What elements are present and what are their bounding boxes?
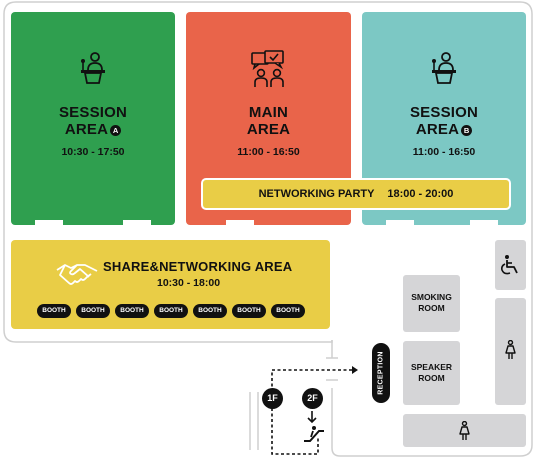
session-area-a-time: 10:30 - 17:50 [61, 146, 125, 158]
networking-party-label: NETWORKING PARTY [258, 188, 375, 200]
door-gap [226, 220, 254, 225]
booth-4[interactable]: BOOTH [154, 304, 188, 318]
networking-party-time: 18:00 - 20:00 [387, 188, 454, 200]
share-area-time: 10:30 - 18:00 [157, 277, 221, 289]
escalator-icon [304, 426, 324, 442]
speaker-room[interactable]: SPEAKER ROOM [403, 341, 460, 405]
smoking-room-line2: ROOM [418, 303, 445, 313]
female-restroom-icon [505, 340, 516, 359]
female-restroom-bottom[interactable] [403, 414, 526, 447]
door-gap [35, 220, 63, 225]
female-restroom-icon [459, 421, 470, 440]
door-gap [470, 220, 498, 225]
accessible-restroom[interactable] [495, 240, 526, 290]
wheelchair-icon [501, 255, 518, 275]
down-arrow-icon [307, 411, 317, 424]
podium-speaker-icon [432, 52, 456, 84]
booth-3[interactable]: BOOTH [115, 304, 149, 318]
door-gap [123, 220, 151, 225]
speaker-room-line2: ROOM [418, 373, 445, 383]
reception-desk[interactable]: RECEPTION [372, 343, 390, 403]
session-area-b-time: 11:00 - 16:50 [412, 146, 476, 158]
floor-1f-marker[interactable]: 1F [262, 388, 283, 409]
share-area-title: SHARE&NETWORKING AREA [103, 259, 293, 274]
door-gap [386, 220, 414, 225]
floor-2f-marker[interactable]: 2F [302, 388, 323, 409]
booth-6[interactable]: BOOTH [232, 304, 266, 318]
booth-1[interactable]: BOOTH [37, 304, 71, 318]
meeting-discussion-icon [251, 50, 284, 87]
main-area-time: 11:00 - 16:50 [237, 146, 300, 158]
female-restroom[interactable] [495, 298, 526, 405]
main-area-title: MAIN AREA [246, 104, 291, 138]
handshake-icon [56, 264, 98, 285]
session-area-b-badge: B [461, 125, 473, 136]
networking-party-banner[interactable]: NETWORKING PARTY 18:00 - 20:00 [201, 178, 511, 210]
booth-5[interactable]: BOOTH [193, 304, 227, 318]
speaker-room-line1: SPEAKER [410, 362, 453, 372]
booth-7[interactable]: BOOTH [271, 304, 305, 318]
smoking-room[interactable]: SMOKING ROOM [403, 275, 460, 332]
podium-speaker-icon [81, 52, 105, 84]
smoking-room-line1: SMOKING [411, 292, 452, 302]
booth-2[interactable]: BOOTH [76, 304, 110, 318]
session-area-a-badge: A [110, 125, 122, 136]
